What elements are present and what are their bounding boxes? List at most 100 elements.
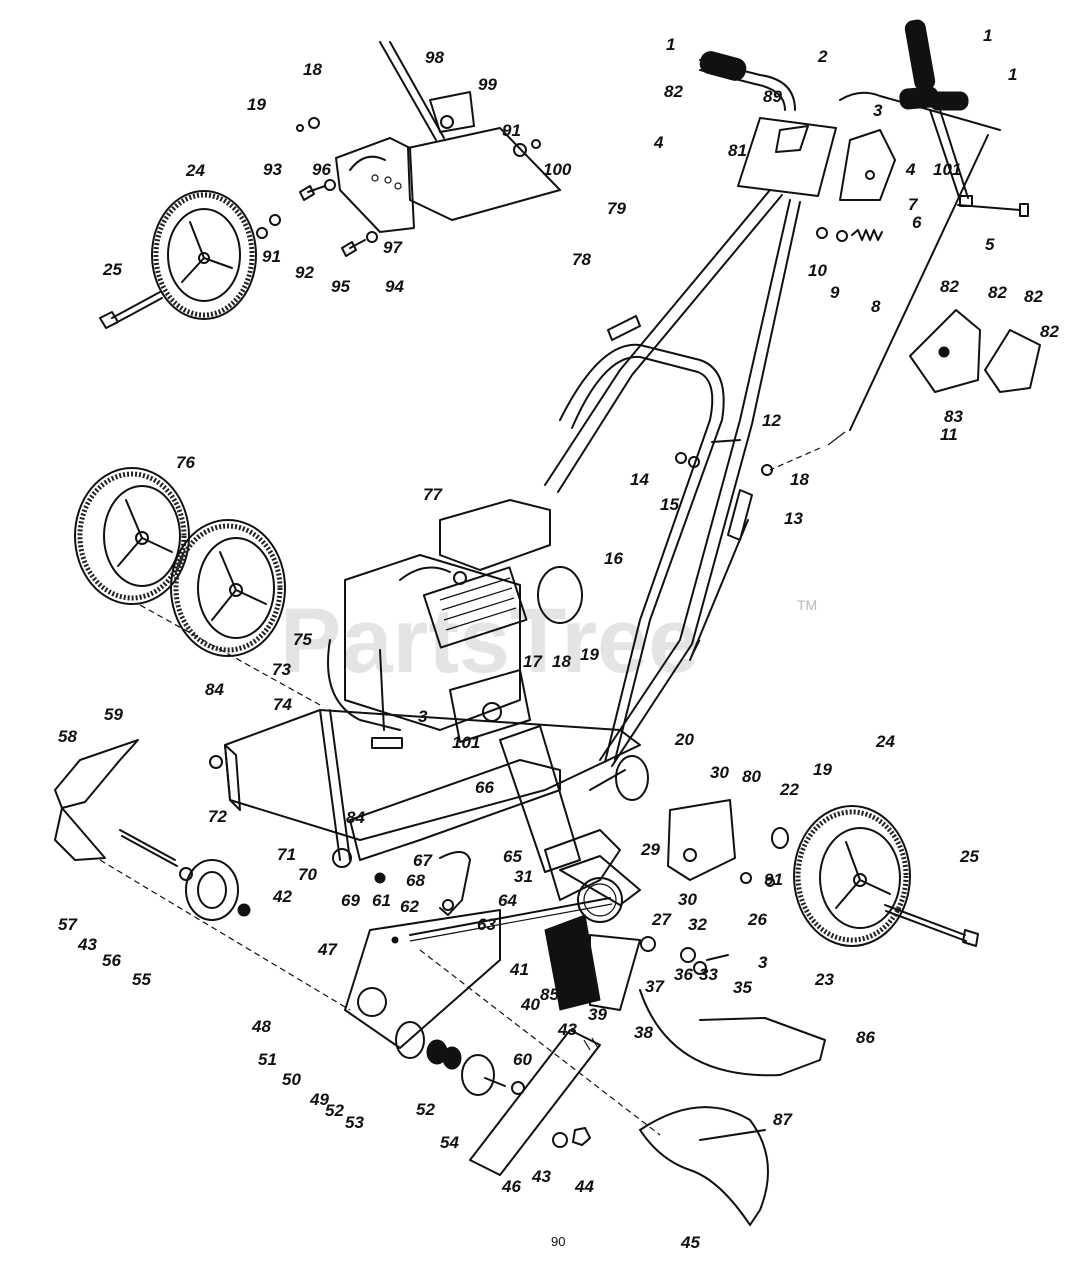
- part-callout-66: 66: [475, 778, 494, 797]
- bracket-26: [667, 799, 736, 881]
- leader-shield: [99, 859, 351, 1011]
- part-callout-95: 95: [331, 277, 350, 296]
- part-callout-93: 93: [263, 160, 282, 179]
- part-callout-86: 86: [856, 1028, 875, 1047]
- part-callout-52: 52: [325, 1101, 344, 1120]
- part-callout-20: 20: [674, 730, 694, 749]
- bearing-stack-52-53: [395, 1021, 462, 1070]
- part-callout-43: 43: [77, 935, 97, 954]
- part-callout-16: 16: [604, 549, 623, 568]
- part-callout-94: 94: [385, 277, 404, 296]
- wheel-76-rear: [74, 467, 190, 605]
- part-callout-91: 91: [262, 247, 281, 266]
- part-callout-43: 43: [557, 1020, 577, 1039]
- part-callout-83: 83: [944, 407, 963, 426]
- part-callout-32: 32: [688, 915, 707, 934]
- part-callout-82: 82: [1024, 287, 1043, 306]
- part-callout-41: 41: [509, 960, 529, 979]
- part-callout-87: 87: [773, 1110, 793, 1129]
- handle-frame-79-16: [544, 189, 801, 767]
- bolt-57: [119, 829, 178, 867]
- part-callout-49: 49: [309, 1090, 329, 1109]
- wheel-24-left: [151, 190, 257, 320]
- part-callout-31: 31: [514, 867, 533, 886]
- part-callout-22: 22: [779, 780, 799, 799]
- part-callout-69: 69: [341, 891, 360, 910]
- part-callout-2: 2: [817, 47, 828, 66]
- leader-76: [139, 604, 321, 706]
- sleeve-13: [727, 489, 753, 541]
- part-callout-98: 98: [425, 48, 444, 67]
- part-callout-78: 78: [572, 250, 591, 269]
- shield-86: [639, 989, 826, 1077]
- part-callout-99: 99: [478, 75, 497, 94]
- part-callout-35: 35: [733, 978, 752, 997]
- part-callout-50: 50: [282, 1070, 301, 1089]
- part-callout-68: 68: [406, 871, 425, 890]
- part-callout-84: 84: [205, 680, 224, 699]
- part-callout-12: 12: [762, 411, 781, 430]
- part-callout-1: 1: [983, 26, 992, 45]
- sprocket-assembly: [544, 829, 729, 1011]
- part-callout-17: 17: [523, 652, 543, 671]
- part-callout-67: 67: [413, 851, 433, 870]
- part-callout-62: 62: [400, 897, 419, 916]
- part-callout-53: 53: [345, 1113, 364, 1132]
- part-callout-89: 89: [763, 87, 782, 106]
- lever-plate-7: [839, 109, 973, 207]
- hardware-12-14-15-18: [675, 439, 773, 476]
- part-callout-63: 63: [477, 915, 496, 934]
- part-callout-11: 11: [940, 425, 958, 444]
- part-callout-85: 85: [540, 985, 559, 1004]
- shield-58-59: [54, 739, 139, 861]
- pulley-20: [589, 755, 649, 801]
- part-callout-15: 15: [660, 495, 679, 514]
- part-callout-1: 1: [666, 35, 675, 54]
- part-callout-42: 42: [272, 887, 292, 906]
- part-callout-26: 26: [747, 910, 767, 929]
- washer-nut-43-44: [552, 1127, 591, 1148]
- part-callout-48: 48: [251, 1017, 271, 1036]
- part-callout-91: 91: [502, 121, 521, 140]
- part-callout-72: 72: [208, 807, 227, 826]
- part-callout-3: 3: [418, 707, 428, 726]
- lever-67-68: [439, 851, 471, 916]
- part-callout-24: 24: [875, 732, 895, 751]
- spring-hardware-8-9-10: [816, 227, 883, 242]
- part-callout-45: 45: [680, 1233, 700, 1252]
- part-callout-101: 101: [452, 733, 480, 752]
- adjuster-bracket-97: [335, 41, 561, 233]
- part-callout-55: 55: [132, 970, 151, 989]
- part-callout-18: 18: [790, 470, 809, 489]
- part-callout-82: 82: [1040, 322, 1059, 341]
- control-rod-11: [689, 134, 989, 661]
- part-callout-60: 60: [513, 1050, 532, 1069]
- part-callout-57: 57: [58, 915, 78, 934]
- part-callout-64: 64: [498, 891, 517, 910]
- part-callout-33: 33: [699, 965, 718, 984]
- part-callout-97: 97: [383, 238, 403, 257]
- wheel-24-right: [793, 805, 911, 947]
- watermark-text: PartsTree: [280, 590, 699, 692]
- part-callout-37: 37: [645, 977, 665, 996]
- part-callout-7: 7: [908, 195, 919, 214]
- blade-plate-48: [344, 897, 613, 1049]
- guard-45: [639, 1106, 769, 1226]
- upper-handle-81: [699, 19, 1001, 197]
- part-callout-43: 43: [531, 1167, 551, 1186]
- small-hardware-upper-left: [256, 117, 378, 257]
- part-callout-75: 75: [293, 630, 312, 649]
- part-callout-13: 13: [784, 509, 803, 528]
- part-callout-4: 4: [653, 133, 664, 152]
- bolt-25-right: [884, 904, 979, 947]
- part-callout-100: 100: [543, 160, 572, 179]
- part-callout-5: 5: [985, 235, 995, 254]
- blade-46: [469, 1029, 601, 1176]
- engine-77: [327, 499, 583, 749]
- part-callout-39: 39: [588, 1005, 607, 1024]
- bolt-5: [957, 203, 1029, 217]
- part-callout-25: 25: [102, 260, 122, 279]
- part-callout-19: 19: [247, 95, 266, 114]
